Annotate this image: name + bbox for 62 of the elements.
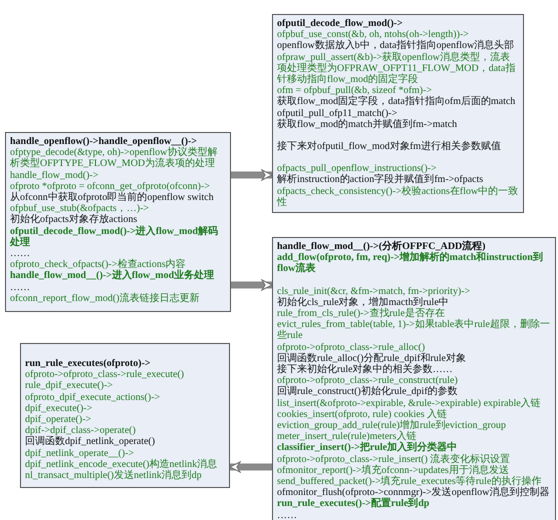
code-line: 解析instruction的action字段并赋值到fm->ofpacts: [277, 174, 484, 186]
code-line: run_rule_executes(ofproto)->: [25, 358, 152, 370]
code-line: ofproto->ofproto_class->rule_execute(): [25, 369, 185, 380]
code-line: run_rule_executes()->配置rule到dp: [277, 498, 430, 510]
code-line: ofproto->ofproto_class->rule_alloc(): [277, 342, 425, 353]
code-line: 回调函数dpif_netlink_operate(): [25, 436, 156, 448]
code-box: [272, 14, 524, 213]
code-line: ofpacts_check_consistency()->校验actions在flow中的一致性: [277, 186, 519, 208]
code-line: 初始化cls_rule对象，增加macth到rule中: [277, 296, 450, 308]
code-line: handle_flow_mod__()->进入flow_mod业务处理: [10, 270, 216, 282]
code-line: list_insert(&ofproto->expirable, &rule->expirable) expirable入链: [277, 398, 542, 409]
code-line: 获取flow_mod的match并赋值到fm->match: [277, 118, 458, 130]
code-line: ofputil_pull_ofp11_match()->: [277, 108, 398, 119]
arrow: [231, 279, 273, 291]
code-line: dpif_netlink_operate__()->: [25, 448, 135, 459]
code-line: ofpbuf_use_const(&b, oh, ntohs(oh->length))->: [277, 29, 470, 40]
code-line: handle_openflow()->handle_openflow__()->: [10, 136, 197, 147]
code-line: cookies_insert(ofproto, rule) cookies 入链: [277, 408, 448, 420]
code-line: classifier_insert()->把rule加入到分类器中: [277, 442, 458, 454]
code-line: rule_from_cls_rule()->查找rule是否存在: [277, 308, 446, 320]
code-line: meter_insert_rule(rule)meters入链: [277, 431, 416, 442]
code-line: ofpbuf_use_stub(&ofpacts，…)->: [10, 203, 150, 214]
code-line: ofproto *ofproto = ofconn_get_ofproto(ofconn)->: [10, 180, 211, 192]
code-line: 回调rule_construct()初始化rule_dpif的参数: [277, 386, 459, 398]
code-line: ofproto->ofproto_class->rule_construct(rule): [277, 375, 459, 386]
code-line: openflow数据放入b中，data指针指向openflow消息头部: [277, 40, 516, 52]
code-line: ofproto_check_ofpacts()->检查actions内容: [10, 259, 186, 270]
code-line: 从ofconn中获取ofproto即当前的openflow switch: [10, 192, 215, 204]
code-box: [5, 132, 231, 312]
code-line: dpif_netlink_encode_execute()构造netlink消息: [25, 458, 218, 470]
code-line: dpif_operate()->: [25, 414, 92, 426]
code-line: rule_dpif_execute()->: [25, 380, 114, 392]
arrow: [229, 461, 272, 473]
code-line: handle_flow_mod__()->(分析OFPFC_ADD流程): [277, 241, 486, 252]
code-line: ofmonitor_flush(ofproto->connmgr)->发送openflow消息到控制器: [277, 487, 550, 498]
code-line: ……: [10, 248, 31, 260]
arrow: [231, 169, 273, 181]
code-line: ofproto->ofproto_class->rule_insert() 流表变化标识设置: [277, 454, 512, 465]
code-line: ofproto_dpif_execute_actions()->: [25, 392, 162, 403]
code-line: dpif_execute()->: [25, 402, 94, 414]
code-line: ofputil_decode_flow_mod()->: [277, 18, 404, 30]
code-line: add_flow(ofproto, fm, req)->增加解析的match和instruction到flow流表: [277, 252, 544, 275]
code-line: ofputil_decode_flow_mod()->进入flow_mod解码处理: [10, 226, 219, 248]
code-line: 获取flow_mod固定字段，data指针指向ofm后面的match: [277, 96, 516, 108]
code-line: 回调函数rule_alloc()分配rule_dpif和rule对象: [277, 352, 467, 364]
code-line: ……: [277, 510, 298, 520]
code-box: [20, 343, 230, 488]
code-box: [272, 237, 556, 520]
code-line: ……: [10, 282, 31, 293]
code-line: cls_rule_init(&cr, &fm->match, fm->priority)->: [277, 286, 472, 297]
code-line: 初始化ofpacts对象存放actions: [10, 214, 138, 226]
code-line: eviction_group_add_rule(rule)增加rule到eviction_group: [277, 420, 507, 432]
code-line: 接下来对ofputil_flow_mod对象fm进行相关参数赋值: [277, 141, 502, 152]
code-line: ofpacts_pull_openflow_instructions()->: [277, 163, 438, 174]
code-line: send_buffered_packet()->填充rule_executes等待rule的执行操作: [277, 476, 542, 488]
code-line: ofconn_report_flow_mod()流表链接日志更新: [10, 292, 200, 304]
code-line: handle_flow_mod()->: [10, 170, 100, 181]
code-line: dpif->dpif_class->operate(): [25, 425, 137, 436]
code-line: 接下来初始化rule对象中的相关参数……: [277, 364, 454, 376]
code-line: ofm = ofpbuf_pull(&b, sizeof *ofm)->: [277, 85, 432, 96]
code-line: ofmonitor_report()->填充ofconn->updates用于消息发送: [277, 464, 509, 476]
code-line: nl_transact_multiple()发送netlink消息到dp: [25, 470, 203, 482]
